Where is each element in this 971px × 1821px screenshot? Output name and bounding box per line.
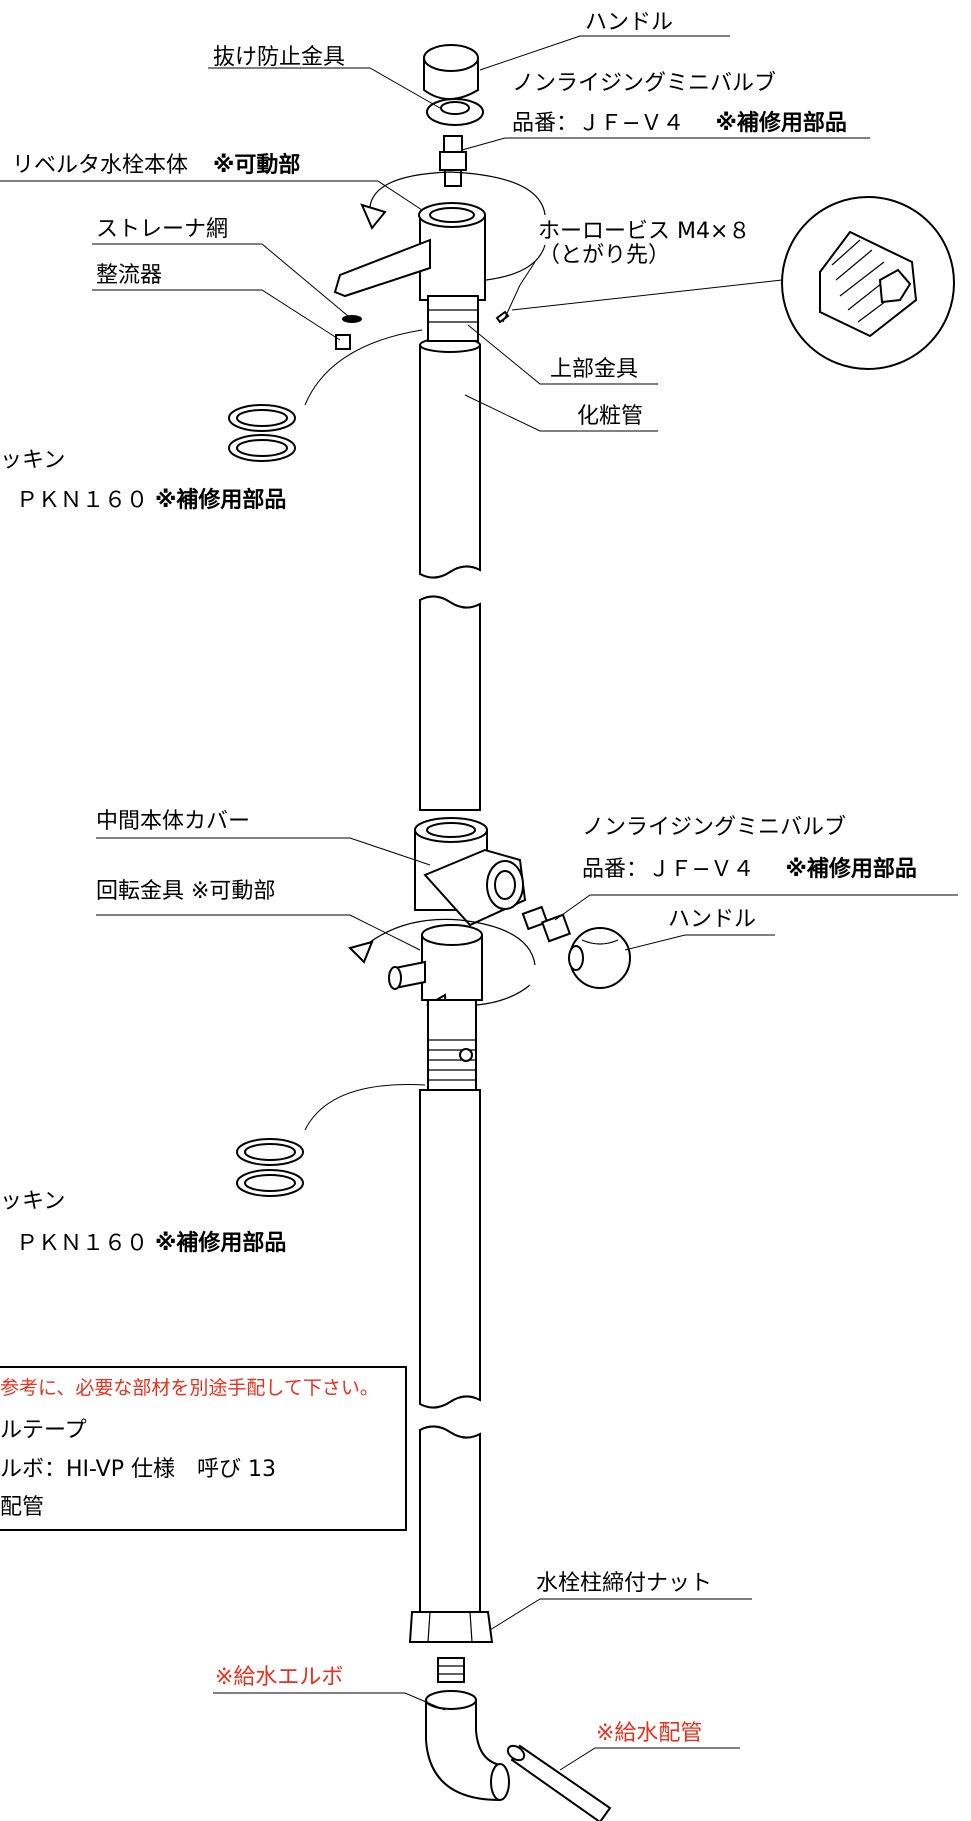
- strainer-part: [342, 315, 362, 323]
- middle-handle-part: [568, 927, 631, 989]
- label-middle-cover: 中間本体カバー: [96, 809, 250, 834]
- packing-bot-part-note: ※補修用部品: [155, 1230, 286, 1256]
- middle-valve-part: [521, 905, 572, 943]
- label-valve-mid-part: 品番：ＪＦ−Ｖ４ ※補修用部品: [582, 856, 917, 882]
- leader-lines: [0, 35, 958, 1771]
- label-packing-top-line1: ッキン: [0, 448, 65, 473]
- packing-top-part-prefix: ＰＫＮ１６０: [16, 488, 148, 513]
- label-strainer: ストレーナ網: [96, 217, 228, 242]
- label-screw-line1: ホーロービス M4×８: [538, 219, 750, 244]
- decorative-pipe-middle: [419, 595, 481, 811]
- valve-top-part-note: ※補修用部品: [715, 110, 846, 136]
- label-valve-mid-name: ノンライジングミニバルブ: [582, 815, 846, 840]
- label-packing-bot-line1: ッキン: [0, 1189, 65, 1214]
- note-line2: ルテープ: [0, 1418, 87, 1443]
- valve-top-part-prefix: 品番：ＪＦ−Ｖ４: [512, 111, 684, 136]
- decorative-pipe-lower: [419, 1089, 481, 1613]
- middle-cover-part: [414, 817, 527, 927]
- body-note: ※可動部: [213, 152, 300, 178]
- label-supply-elbow: ※給水エルボ: [215, 1665, 343, 1690]
- label-body: リベルタ水栓本体 ※可動部: [12, 152, 300, 178]
- faucet-body-part: [333, 202, 486, 301]
- note-line4: 配管: [0, 1495, 44, 1520]
- fastening-nut-part: [408, 1611, 494, 1643]
- decorative-pipe-upper: [419, 337, 481, 579]
- threaded-nipple-part: [437, 1657, 465, 1683]
- valve-mid-part-note: ※補修用部品: [785, 856, 916, 882]
- packing-top-part-note: ※補修用部品: [155, 487, 286, 513]
- label-upper-fitting: 上部金具: [550, 357, 638, 382]
- label-retainer: 抜け防止金具: [213, 45, 345, 70]
- supply-elbow-part: [425, 1690, 510, 1802]
- label-supply-pipe: ※給水配管: [596, 1721, 702, 1746]
- label-aerator: 整流器: [96, 263, 162, 288]
- screw-detail-circle: [781, 196, 955, 370]
- body-name: リベルタ水栓本体: [12, 153, 188, 178]
- note-box: 参考に、必要な部材を別途手配して下さい。 ルテープ ルボ：HI-VP 仕様 呼び…: [0, 1366, 407, 1531]
- packing-ring-bottom: [236, 1084, 426, 1197]
- packing-ring-top: [228, 329, 423, 462]
- label-handle-top: ハンドル: [585, 10, 673, 35]
- set-screw-part: [495, 310, 510, 324]
- label-fastening-nut: 水栓柱締付ナット: [536, 1571, 712, 1596]
- label-handle-mid: ハンドル: [668, 907, 756, 932]
- top-valve-part: [439, 135, 467, 187]
- label-rotating-fitting: 回転金具 ※可動部: [96, 879, 275, 904]
- label-decorative-pipe: 化粧管: [577, 404, 643, 429]
- label-packing-top-line2: ＰＫＮ１６０ ※補修用部品: [16, 487, 286, 513]
- valve-mid-part-prefix: 品番：ＪＦ−Ｖ４: [582, 857, 754, 882]
- supply-pipe-part: [506, 1744, 612, 1821]
- label-packing-bot-line2: ＰＫＮ１６０ ※補修用部品: [16, 1230, 286, 1256]
- label-screw-line2: （とがり先）: [538, 243, 670, 268]
- packing-bot-part-prefix: ＰＫＮ１６０: [16, 1231, 148, 1256]
- note-line1: 参考に、必要な部材を別途手配して下さい。: [0, 1377, 379, 1399]
- screw-detail-leader: [511, 279, 783, 311]
- upper-fitting-part: [427, 295, 479, 342]
- note-line3: ルボ：HI-VP 仕様 呼び 13: [0, 1457, 276, 1482]
- label-valve-top-name: ノンライジングミニバルブ: [512, 71, 776, 96]
- label-valve-top-part: 品番：ＪＦ−Ｖ４ ※補修用部品: [512, 110, 847, 136]
- aerator-part: [335, 334, 351, 350]
- rotating-fitting-part: [348, 918, 536, 1017]
- top-handle-part: [423, 44, 479, 100]
- retainer-part: [426, 98, 484, 126]
- threaded-section-part: [427, 999, 477, 1091]
